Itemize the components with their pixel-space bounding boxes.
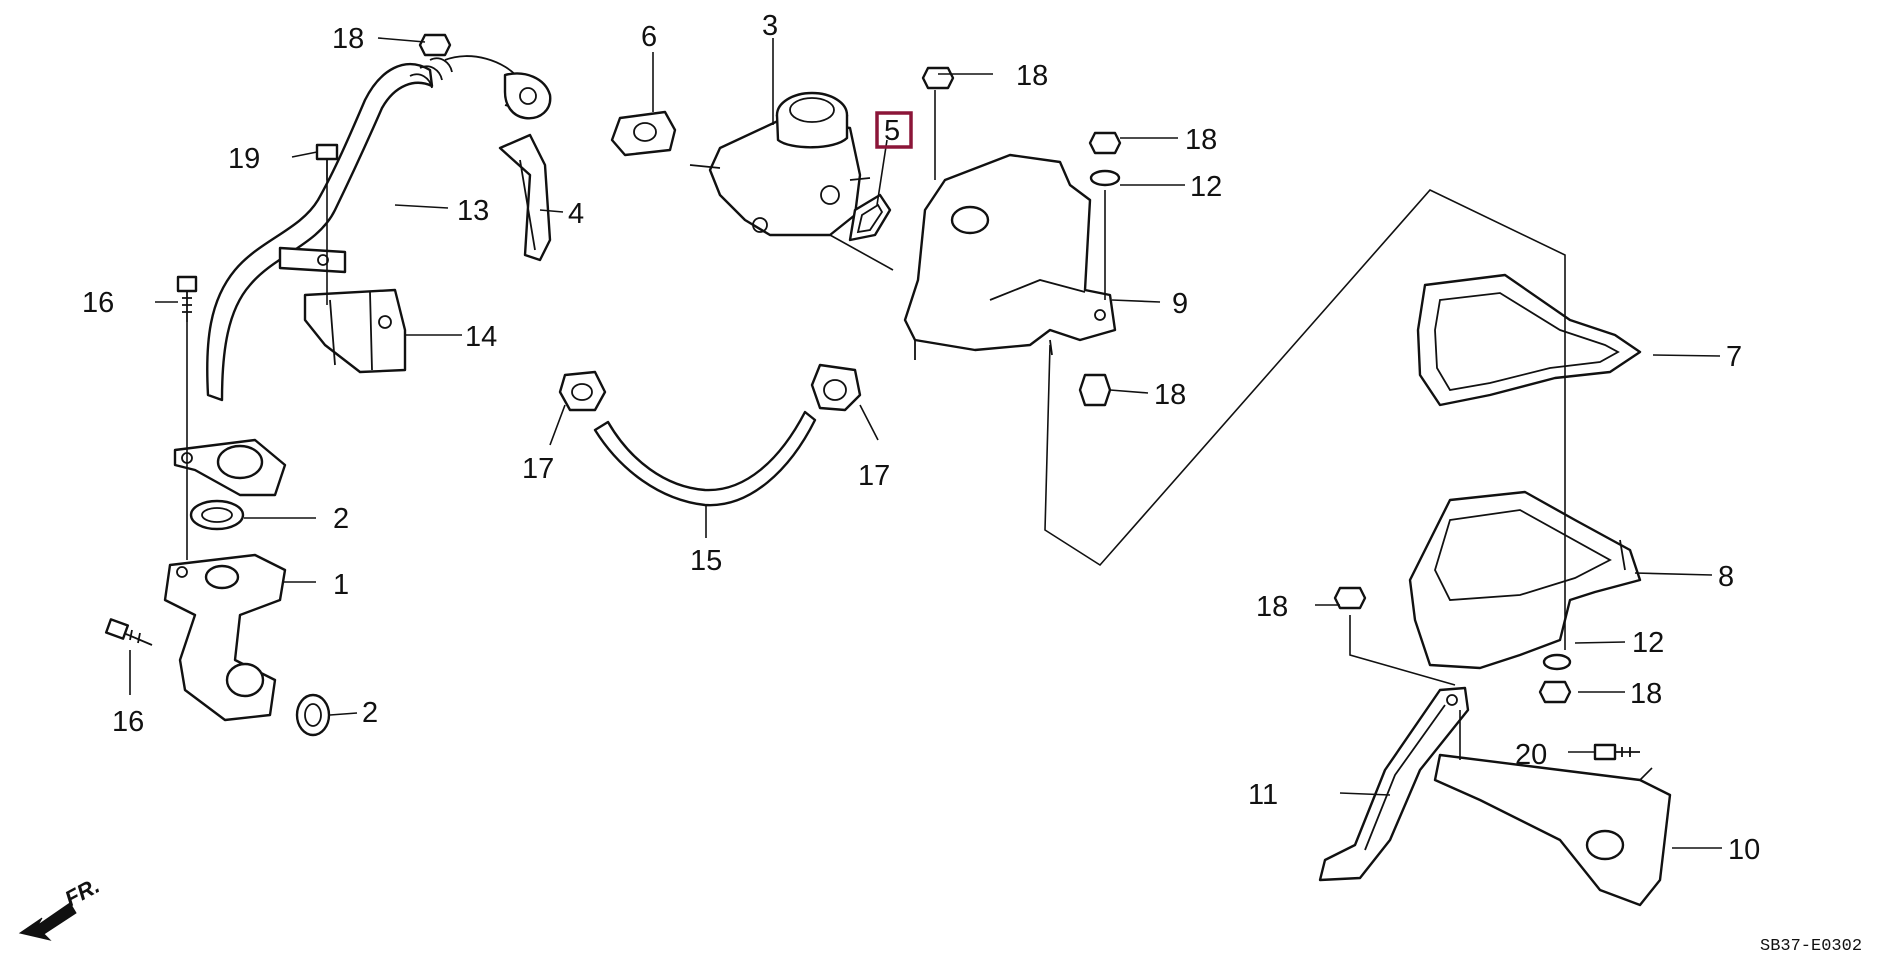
pipe-clamp [278,246,347,274]
callout-15[interactable]: 15 [690,545,722,577]
nut-18-right-bottom [1538,680,1572,704]
callout-7[interactable]: 7 [1726,341,1742,373]
gasket-6 [610,110,677,157]
callout-6[interactable]: 6 [641,21,657,53]
gasket-7 [1416,273,1642,407]
callout-10[interactable]: 10 [1728,834,1760,866]
front-arrow-icon [18,902,77,941]
clamp-17-right [810,363,862,412]
callout-18-top-left[interactable]: 18 [332,23,364,55]
cover-9 [903,153,1117,360]
callout-17-right[interactable]: 17 [858,460,890,492]
callout-5-highlight [875,111,913,149]
washer-12-bottom [1542,653,1572,671]
bracket-11 [1318,686,1470,882]
callout-17-left[interactable]: 17 [522,453,554,485]
leader-lines [129,37,1722,849]
callout-19[interactable]: 19 [228,143,260,175]
callout-5[interactable]: 5 [884,115,900,147]
washer-12-top [1089,169,1121,187]
bracket-4 [498,133,552,262]
gasket-2-upper [189,499,245,531]
callout-18-center-top[interactable]: 18 [1016,60,1048,92]
bolt-16-upper [176,275,198,322]
callout-12-top[interactable]: 12 [1190,171,1222,203]
egr-flange-pipe [173,438,287,497]
callout-13[interactable]: 13 [457,195,489,227]
callout-11[interactable]: 11 [1248,779,1278,811]
egr-pipe-1 [163,553,287,722]
callout-18-right-bottom[interactable]: 18 [1630,678,1662,710]
clamp-17-left [558,370,607,412]
callout-3[interactable]: 3 [762,10,778,42]
diagram-code: SB37-E0302 [1760,937,1862,956]
bolt-16-lower [104,618,153,646]
callout-16-lower[interactable]: 16 [112,706,144,738]
callout-12-bottom[interactable]: 12 [1632,627,1664,659]
gasket-2-lower [295,693,331,737]
callout-8[interactable]: 8 [1718,561,1734,593]
nut-18-center-top [921,66,955,90]
bracket-10 [1433,753,1672,907]
egr-pipe-13 [206,55,552,402]
nut-18-center-bottom [1078,373,1112,407]
callout-18-right-top[interactable]: 18 [1185,124,1217,156]
front-indicator: FR. [18,873,104,941]
callout-20[interactable]: 20 [1515,739,1547,771]
egr-valve-3 [689,91,871,237]
callout-16-upper[interactable]: 16 [82,287,114,319]
callout-4[interactable]: 4 [568,198,584,230]
callout-14[interactable]: 14 [465,321,497,353]
cover-8 [1408,490,1642,670]
gasket-5 [848,193,892,242]
nut-18-right-middle [1333,586,1367,610]
callout-2-lower[interactable]: 2 [362,697,378,729]
nut-18-top-left [418,33,452,57]
callout-18-right-middle[interactable]: 18 [1256,591,1288,623]
callout-9[interactable]: 9 [1172,288,1188,320]
callout-18-center-bottom[interactable]: 18 [1154,379,1186,411]
callout-labels: 18 6 3 5 18 18 12 19 13 4 9 16 14 18 7 1… [82,10,1760,866]
hose-15 [593,410,817,507]
callout-2-upper[interactable]: 2 [333,503,349,535]
bolt-20 [1593,743,1640,761]
bracket-14 [303,288,407,374]
callout-1[interactable]: 1 [333,569,349,601]
nut-18-right-top [1088,131,1122,155]
